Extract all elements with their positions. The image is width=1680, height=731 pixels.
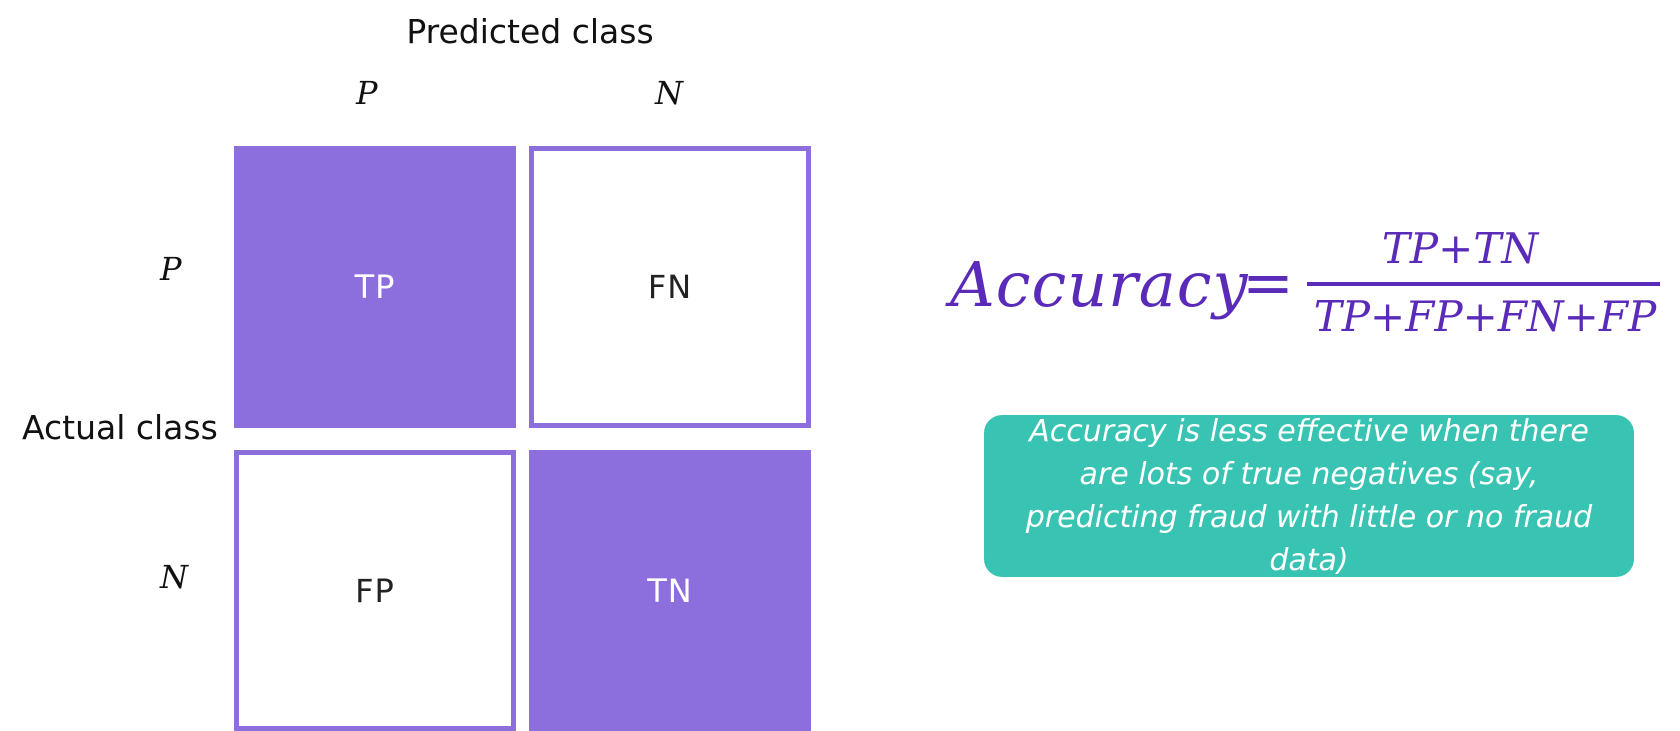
column-label-negative: N: [655, 74, 683, 112]
cell-false-negative: FN: [529, 146, 811, 428]
accuracy-formula: Accuracy = TP+TN TP+FP+FN+FP: [950, 220, 1670, 350]
formula-denominator: TP+FP+FN+FP: [1313, 292, 1657, 341]
cell-true-positive: TP: [234, 146, 516, 428]
accuracy-note-box: Accuracy is less effective when there ar…: [984, 414, 1634, 578]
predicted-class-title: Predicted class: [406, 12, 654, 51]
accuracy-note-text: Accuracy is less effective when there ar…: [1025, 414, 1593, 578]
row-label-positive: P: [160, 250, 182, 288]
cell-true-negative: TN: [529, 450, 811, 731]
actual-class-title: Actual class: [22, 408, 218, 447]
formula-numerator: TP+TN: [1381, 224, 1539, 273]
formula-equals: =: [1242, 246, 1294, 319]
formula-lhs: Accuracy: [950, 248, 1249, 321]
cell-false-positive: FP: [234, 450, 516, 731]
row-label-negative: N: [160, 558, 188, 596]
column-label-positive: P: [356, 74, 378, 112]
formula-fraction-bar: [1307, 282, 1660, 286]
